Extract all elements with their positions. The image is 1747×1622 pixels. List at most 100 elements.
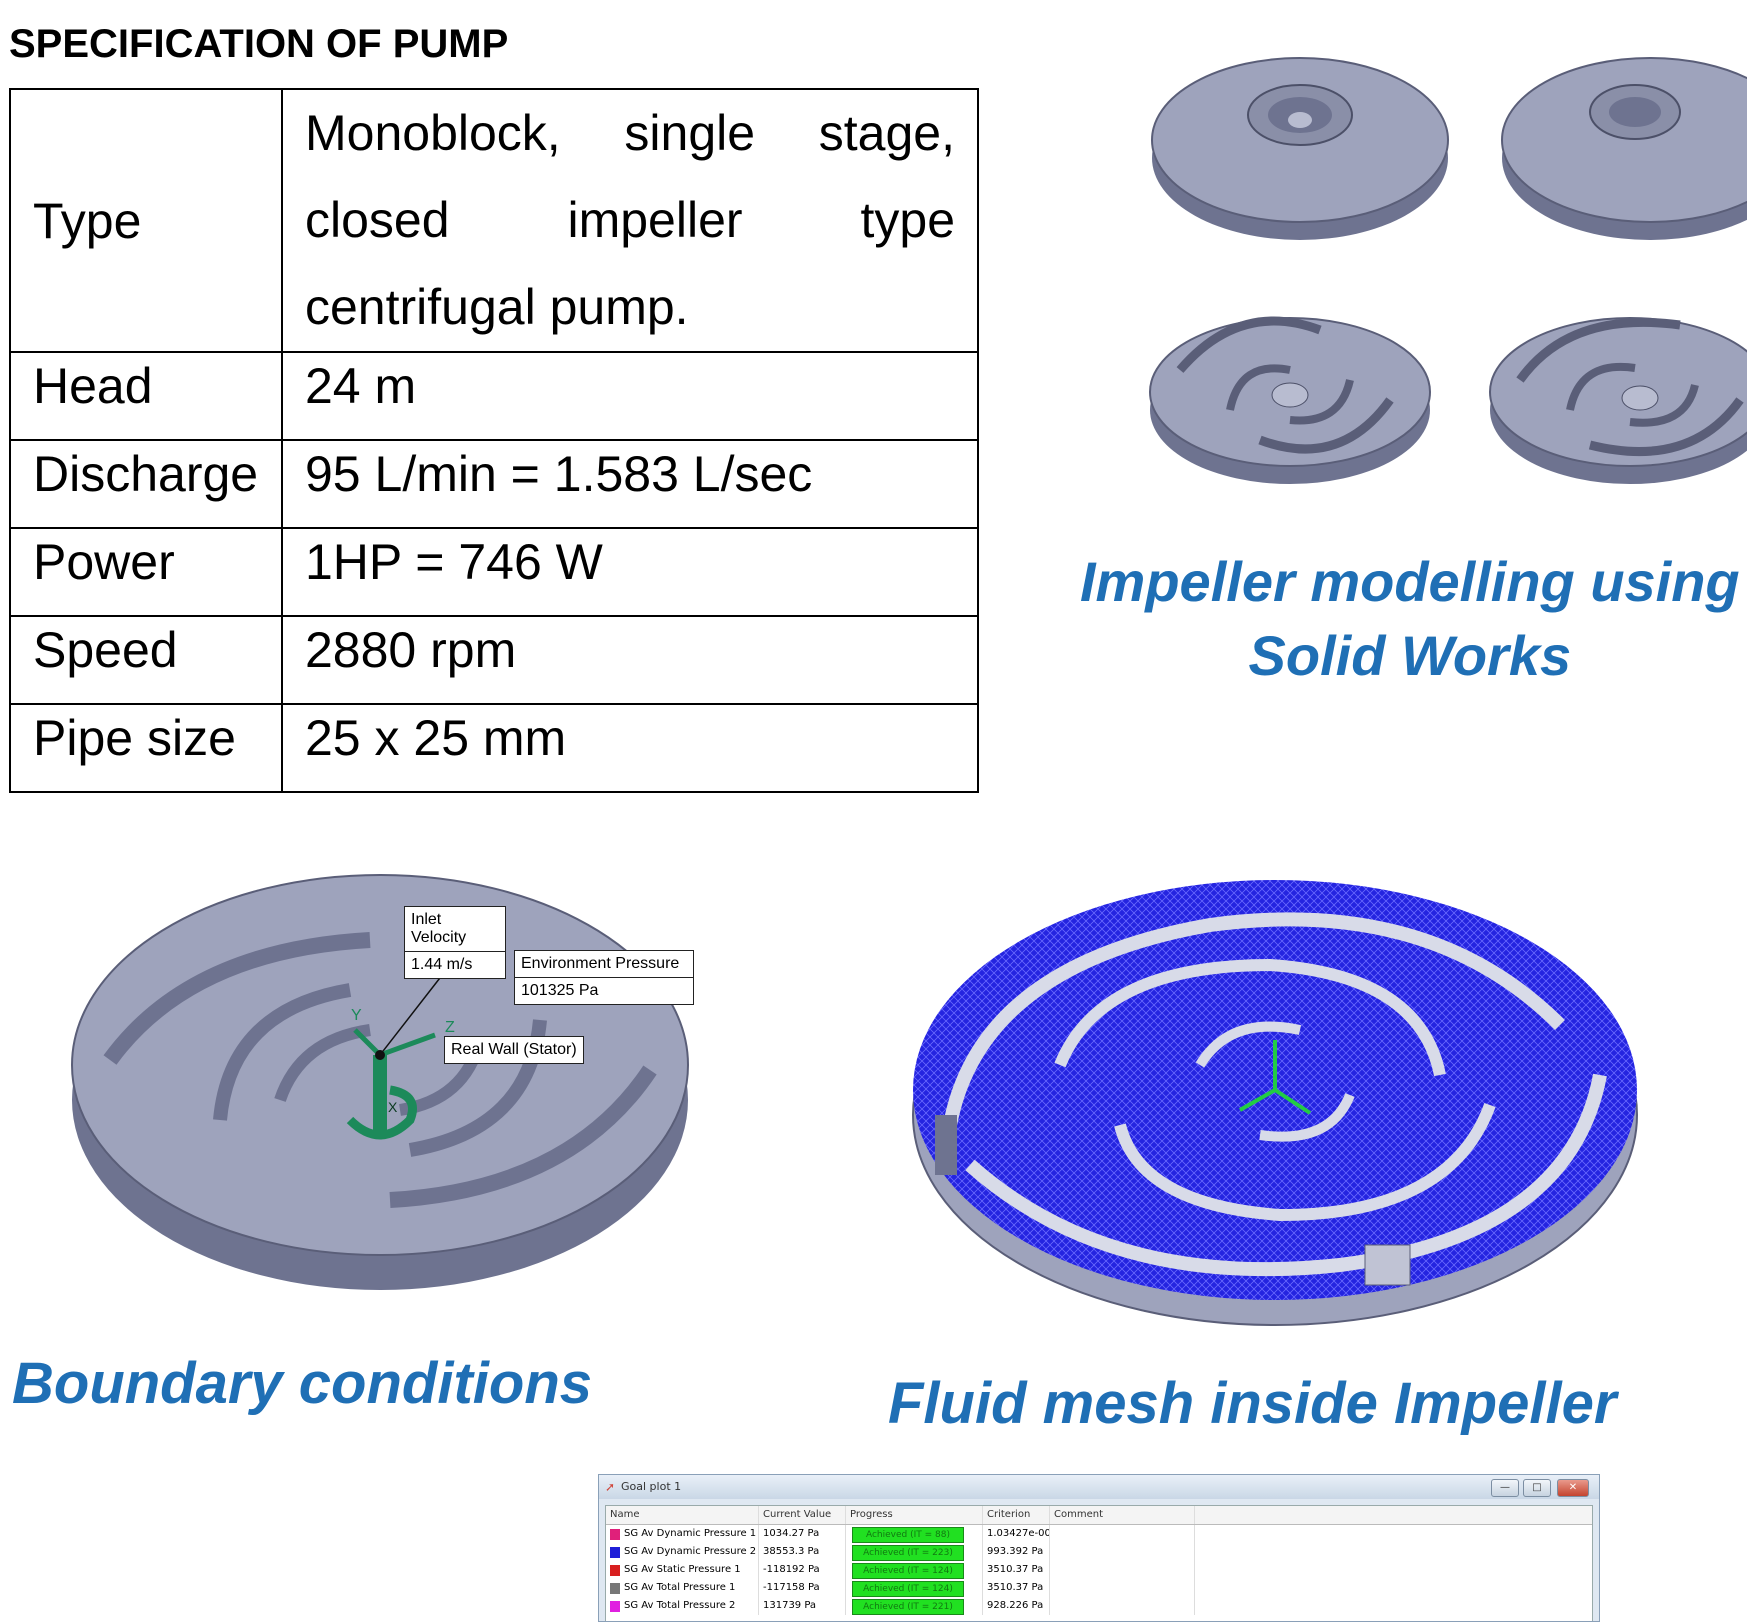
column-header-progress[interactable]: Progress bbox=[846, 1506, 983, 1524]
impeller-caption-line2: Solid Works bbox=[1248, 624, 1572, 687]
goal-progress: Achieved (IT = 124) bbox=[846, 1561, 983, 1579]
goal-current-value: 38553.3 Pa bbox=[759, 1543, 846, 1561]
progress-bar: Achieved (IT = 124) bbox=[852, 1581, 964, 1597]
goal-name-cell: SG Av Static Pressure 1 bbox=[606, 1561, 759, 1579]
progress-bar: Achieved (IT = 124) bbox=[852, 1563, 964, 1579]
minimize-button[interactable]: — bbox=[1491, 1479, 1519, 1497]
goal-name: SG Av Dynamic Pressure 1 bbox=[624, 1528, 757, 1539]
chart-icon: ➚ bbox=[605, 1480, 616, 1494]
series-color-swatch bbox=[610, 1582, 620, 1594]
column-header-current-value[interactable]: Current Value bbox=[759, 1506, 846, 1524]
series-color-swatch bbox=[610, 1528, 620, 1540]
axis-y-label: Y bbox=[351, 1007, 362, 1024]
column-header-criterion[interactable]: Criterion bbox=[983, 1506, 1050, 1524]
spec-key: Head bbox=[9, 351, 283, 441]
spec-key: Pipe size bbox=[9, 703, 283, 793]
environment-pressure-value: 101325 Pa bbox=[515, 977, 693, 1004]
goal-name-cell: SG Av Total Pressure 2 bbox=[606, 1597, 759, 1615]
boundary-conditions-image: Y Z X bbox=[71, 874, 689, 1290]
goal-current-value: 131739 Pa bbox=[759, 1597, 846, 1615]
goal-plot-title: Goal plot 1 bbox=[621, 1480, 682, 1493]
column-header-name[interactable]: Name bbox=[606, 1506, 759, 1524]
spec-key: Speed bbox=[9, 615, 283, 705]
goal-criterion: 3510.37 Pa bbox=[983, 1561, 1050, 1579]
goal-comment bbox=[1050, 1579, 1195, 1597]
goal-current-value: -118192 Pa bbox=[759, 1561, 846, 1579]
boundary-caption: Boundary conditions bbox=[12, 1351, 592, 1416]
impeller-models-image bbox=[1149, 57, 1747, 484]
inlet-velocity-value: 1.44 m/s bbox=[405, 951, 505, 978]
impeller-open-front bbox=[1149, 316, 1431, 484]
goal-progress: Achieved (IT = 124) bbox=[846, 1579, 983, 1597]
progress-bar: Achieved (IT = 221) bbox=[852, 1599, 964, 1615]
impeller-open-back bbox=[1489, 317, 1747, 484]
series-color-swatch bbox=[610, 1600, 620, 1612]
goal-progress: Achieved (IT = 221) bbox=[846, 1597, 983, 1615]
goal-comment bbox=[1050, 1597, 1195, 1615]
goal-current-value: -117158 Pa bbox=[759, 1579, 846, 1597]
series-color-swatch bbox=[610, 1546, 620, 1558]
spec-value: 1HP = 746 W bbox=[281, 527, 979, 617]
spec-row-type: Type Monoblock, single stage, closed imp… bbox=[9, 88, 979, 353]
column-header-comment[interactable]: Comment bbox=[1050, 1506, 1195, 1524]
spec-row-head: Head 24 m bbox=[9, 351, 979, 441]
spec-key: Type bbox=[9, 88, 283, 353]
series-color-swatch bbox=[610, 1564, 620, 1576]
table-header: Name Current Value Progress Criterion Co… bbox=[606, 1506, 1592, 1525]
inlet-velocity-label: Inlet Velocity bbox=[411, 911, 467, 946]
real-wall-label: Real Wall (Stator) bbox=[451, 1041, 577, 1058]
environment-pressure-callout: Environment Pressure 101325 Pa bbox=[514, 950, 694, 1005]
fluid-mesh-image bbox=[912, 880, 1638, 1326]
goal-progress: Achieved (IT = 223) bbox=[846, 1543, 983, 1561]
goal-progress: Achieved (IT = 88) bbox=[846, 1525, 983, 1543]
goal-plot-titlebar[interactable]: ➚ Goal plot 1 — □ ✕ bbox=[599, 1475, 1599, 1499]
goal-criterion: 993.392 Pa bbox=[983, 1543, 1050, 1561]
table-row[interactable]: SG Av Total Pressure 2 131739 Pa Achieved … bbox=[606, 1597, 1592, 1615]
spec-value: 24 m bbox=[281, 351, 979, 441]
goal-name-cell: SG Av Total Pressure 1 bbox=[606, 1579, 759, 1597]
goal-comment bbox=[1050, 1543, 1195, 1561]
goal-plot-window[interactable]: ➚ Goal plot 1 — □ ✕ Name Current Value P… bbox=[598, 1474, 1600, 1622]
spec-key: Discharge bbox=[9, 439, 283, 529]
spec-title: SPECIFICATION OF PUMP bbox=[9, 22, 509, 66]
progress-bar: Achieved (IT = 223) bbox=[852, 1545, 964, 1561]
goal-plot-table: Name Current Value Progress Criterion Co… bbox=[605, 1505, 1593, 1621]
spec-value: 2880 rpm bbox=[281, 615, 979, 705]
impeller-closed-back bbox=[1501, 57, 1747, 240]
goal-criterion: 928.226 Pa bbox=[983, 1597, 1050, 1615]
goal-criterion: 3510.37 Pa bbox=[983, 1579, 1050, 1597]
goal-comment bbox=[1050, 1561, 1195, 1579]
spec-value: Monoblock, single stage, closed impeller… bbox=[281, 88, 979, 353]
coordinate-axes-icon bbox=[346, 1028, 436, 1140]
axis-z-label: Z bbox=[445, 1019, 455, 1036]
goal-name: SG Av Total Pressure 2 bbox=[624, 1600, 736, 1611]
spec-row-speed: Speed 2880 rpm bbox=[9, 615, 979, 705]
goal-name: SG Av Dynamic Pressure 2 bbox=[624, 1546, 757, 1557]
impeller-closed-front bbox=[1151, 57, 1449, 240]
mesh-caption: Fluid mesh inside Impeller bbox=[888, 1371, 1617, 1436]
goal-name-cell: SG Av Dynamic Pressure 2 bbox=[606, 1543, 759, 1561]
spec-value: 95 L/min = 1.583 L/sec bbox=[281, 439, 979, 529]
impeller-caption: Impeller modelling using Solid Works bbox=[1080, 545, 1740, 693]
table-row[interactable]: SG Av Total Pressure 1 -117158 Pa Achieved… bbox=[606, 1579, 1592, 1597]
axis-x-label: X bbox=[388, 1099, 398, 1115]
spec-value: 25 x 25 mm bbox=[281, 703, 979, 793]
maximize-button[interactable]: □ bbox=[1523, 1479, 1551, 1497]
progress-bar: Achieved (IT = 88) bbox=[852, 1527, 964, 1543]
goal-name: SG Av Static Pressure 1 bbox=[624, 1564, 741, 1575]
goal-comment bbox=[1050, 1525, 1195, 1543]
spec-row-pipe-size: Pipe size 25 x 25 mm bbox=[9, 703, 979, 793]
spec-row-discharge: Discharge 95 L/min = 1.583 L/sec bbox=[9, 439, 979, 529]
close-button[interactable]: ✕ bbox=[1557, 1479, 1589, 1497]
inlet-velocity-callout: Inlet Velocity 1.44 m/s bbox=[404, 906, 506, 979]
impeller-caption-line1: Impeller modelling using bbox=[1080, 550, 1740, 613]
goal-criterion: 1.03427e-00 bbox=[983, 1525, 1050, 1543]
table-row[interactable]: SG Av Static Pressure 1 -118192 Pa Achieve… bbox=[606, 1561, 1592, 1579]
goal-name: SG Av Total Pressure 1 bbox=[624, 1582, 736, 1593]
coordinate-axes-icon bbox=[1239, 1040, 1312, 1115]
real-wall-callout: Real Wall (Stator) bbox=[444, 1036, 584, 1064]
environment-pressure-label: Environment Pressure bbox=[521, 955, 680, 972]
